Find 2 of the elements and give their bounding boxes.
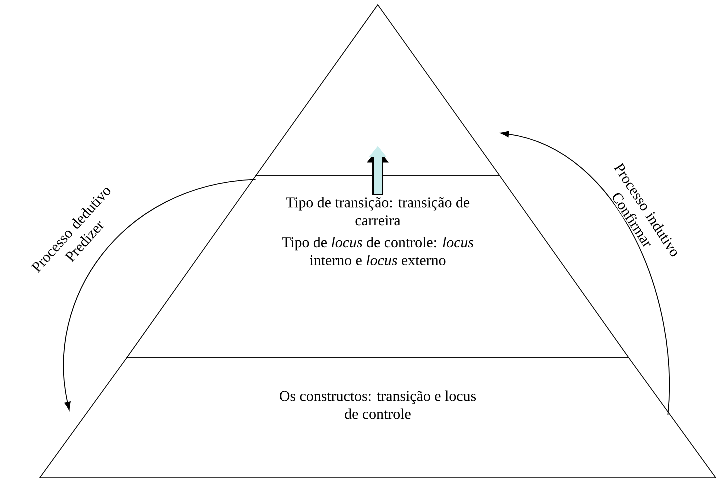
curved-arrow [500,131,670,416]
curved-arrow [64,179,256,410]
